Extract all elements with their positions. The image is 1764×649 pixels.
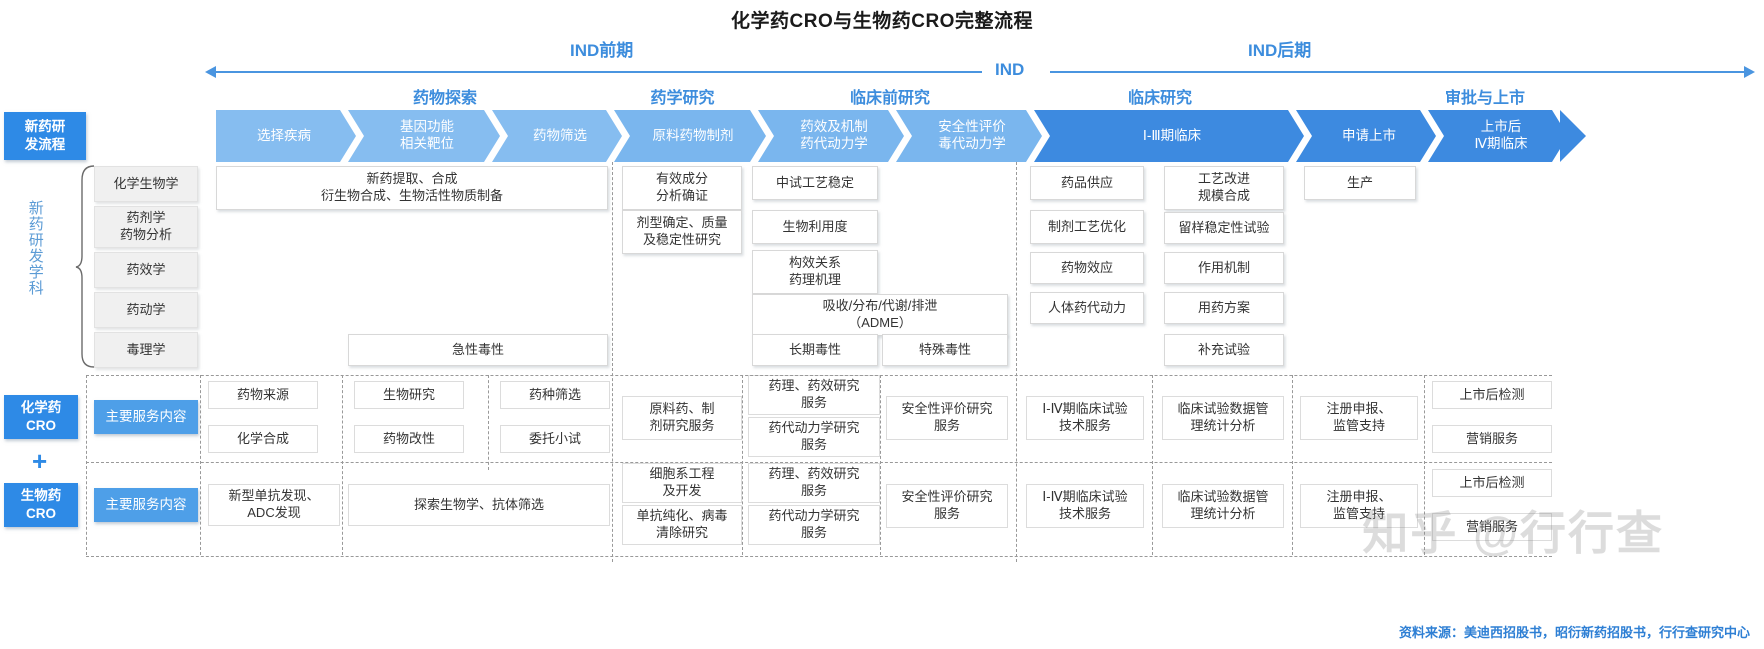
bio-cro-cell-3: 细胞系工程 及开发	[622, 463, 742, 503]
divider-discovery-b	[488, 375, 489, 470]
discipline-3: 药效学	[94, 252, 198, 288]
axis-line-left	[216, 71, 982, 73]
group-title-preclinical: 临床前研究	[849, 90, 930, 107]
discipline-2: 药剂学 药物分析	[94, 206, 198, 248]
bio-cro-cell-4: 单抗纯化、病毒 清除研究	[622, 505, 742, 545]
divider-row-chem	[86, 375, 1552, 376]
bio-cro-cell-2: 探索生物学、抗体筛选	[348, 484, 610, 526]
discipline-cell-special-tox: 特殊毒性	[882, 334, 1008, 366]
chem-cro-cell-14: 上市后检测	[1432, 381, 1552, 409]
discipline-cell-adme: 吸收/分布/代谢/排泄 （ADME）	[752, 294, 1008, 336]
flow-step-7[interactable]: Ⅰ-Ⅲ期临床	[1034, 110, 1304, 162]
axis-arrow-right-icon	[1744, 66, 1755, 78]
divider-pharmaceutics	[612, 162, 613, 562]
axis-arrow-left-icon	[205, 66, 216, 78]
divider-service-label	[200, 375, 201, 555]
flow-step-9[interactable]: 上市后 Ⅳ期临床	[1428, 110, 1568, 162]
axis-line-right	[1050, 71, 1744, 73]
discipline-cell-stability-test: 留样稳定性试验	[1164, 212, 1284, 244]
flow-step-5[interactable]: 药效及机制 药代动力学	[758, 110, 904, 162]
discipline-1: 化学生物学	[94, 166, 198, 202]
chem-cro-service-label: 主要服务内容	[94, 400, 198, 434]
row-badge-chem-cro: 化学药 CRO	[4, 395, 78, 439]
row-badge-bio-cro: 生物药 CRO	[4, 483, 78, 527]
divider-postlaunch	[1424, 375, 1425, 555]
chem-cro-cell-3: 药种筛选	[500, 381, 610, 409]
discipline-cell-dosing-regimen: 用药方案	[1164, 292, 1284, 324]
discipline-cell-synthesis: 新药提取、合成 衍生物合成、生物活性物质制备	[216, 166, 608, 210]
phase-label-ind-post: IND后期	[1248, 41, 1312, 60]
bio-cro-cell-6: 药代动力学研究 服务	[748, 505, 880, 545]
chem-cro-cell-9: 药代动力学研究 服务	[748, 417, 880, 457]
flow-step-4[interactable]: 原料药物制剂	[614, 110, 766, 162]
discipline-cell-drug-supply: 药品供应	[1030, 166, 1144, 200]
chem-cro-cell-10: 安全性评价研究 服务	[886, 396, 1008, 440]
divider-left-services	[86, 375, 87, 555]
flow-step-6[interactable]: 安全性评价 毒代动力学	[896, 110, 1042, 162]
chem-cro-cell-1: 药物来源	[208, 381, 318, 409]
flow-step-3[interactable]: 药物筛选	[492, 110, 622, 162]
bio-cro-cell-9: 临床试验数据管 理统计分析	[1162, 484, 1284, 528]
discipline-cell-process-improve: 工艺改进 规模合成	[1164, 166, 1284, 210]
discipline-cell-drug-effect: 药物效应	[1030, 252, 1144, 284]
chem-cro-cell-11: Ⅰ-Ⅳ期临床试验 技术服务	[1026, 396, 1144, 440]
divider-preclinical-b	[880, 375, 881, 555]
discipline-cell-human-pk: 人体药代动力	[1030, 292, 1144, 324]
bio-cro-cell-11: 上市后检测	[1432, 469, 1552, 497]
divider-row-bottom	[86, 556, 1552, 557]
discipline-cell-bioavailability: 生物利用度	[752, 210, 878, 244]
flow-step-8[interactable]: 申请上市	[1296, 110, 1436, 162]
divider-preclinical-a	[742, 375, 743, 555]
chem-cro-cell-15: 营销服务	[1432, 425, 1552, 453]
page-title: 化学药CRO与生物药CRO完整流程	[731, 11, 1033, 32]
discipline-cell-formulation-opt: 制剂工艺优化	[1030, 210, 1144, 244]
divider-approval	[1292, 375, 1293, 555]
chem-cro-cell-4: 化学合成	[208, 425, 318, 453]
group-title-pharmaceutics: 药学研究	[650, 90, 715, 107]
chem-cro-cell-5: 药物改性	[354, 425, 464, 453]
plus-icon: +	[32, 446, 48, 476]
source-note: 资料来源：美迪西招股书，昭衍新药招股书，行行查研究中心	[1398, 625, 1750, 640]
chem-cro-cell-13: 注册申报、 监管支持	[1300, 396, 1418, 440]
bio-cro-cell-12: 营销服务	[1432, 513, 1552, 541]
discipline-cell-pilot-process: 中试工艺稳定	[752, 166, 878, 200]
flow-step-2[interactable]: 基因功能 相关靶位	[348, 110, 500, 162]
discipline-4: 药动学	[94, 292, 198, 328]
bio-cro-cell-8: Ⅰ-Ⅳ期临床试验 技术服务	[1026, 484, 1144, 528]
divider-clinical	[1016, 162, 1017, 562]
divider-clinical-b	[1152, 375, 1153, 555]
group-title-drug-discovery: 药物探索	[412, 90, 477, 107]
flow-step-1[interactable]: 选择疾病	[216, 110, 356, 162]
chem-cro-cell-2: 生物研究	[354, 381, 464, 409]
group-title-clinical: 临床研究	[1127, 90, 1192, 107]
phase-label-ind-pre: IND前期	[570, 41, 634, 60]
discipline-cell-sar: 构效关系 药理机理	[752, 250, 878, 294]
bio-cro-service-label: 主要服务内容	[94, 488, 198, 522]
brace-icon	[75, 165, 95, 368]
chem-cro-cell-12: 临床试验数据管 理统计分析	[1162, 396, 1284, 440]
discipline-5: 毒理学	[94, 332, 198, 368]
watermark: 知乎 @行行查	[1362, 507, 1664, 559]
divider-row-bio	[86, 462, 1552, 463]
chem-cro-cell-6: 委托小试	[500, 425, 610, 453]
discipline-cell-dosage-form: 剂型确定、质量 及稳定性研究	[622, 210, 742, 254]
bio-cro-cell-10: 注册申报、 监管支持	[1300, 484, 1418, 528]
bio-cro-cell-1: 新型单抗发现、 ADC发现	[208, 484, 340, 526]
phase-label-ind: IND	[995, 60, 1025, 79]
group-title-approval-launch: 审批与上市	[1444, 90, 1525, 107]
bio-cro-cell-7: 安全性评价研究 服务	[886, 484, 1008, 528]
row-label-disciplines: 新药研发学科	[26, 200, 44, 296]
discipline-cell-active-ingredient: 有效成分 分析确证	[622, 166, 742, 210]
chem-cro-cell-7: 原料药、制 剂研究服务	[622, 396, 742, 440]
discipline-cell-mechanism: 作用机制	[1164, 252, 1284, 284]
discipline-cell-supplementary: 补充试验	[1164, 334, 1284, 366]
flow-end-arrow-icon	[1560, 110, 1586, 162]
discipline-cell-chronic-tox: 长期毒性	[752, 334, 878, 366]
chem-cro-cell-8: 药理、药效研究 服务	[748, 375, 880, 415]
row-badge-process: 新药研 发流程	[4, 112, 86, 160]
discipline-cell-production: 生产	[1304, 166, 1416, 200]
bio-cro-cell-5: 药理、药效研究 服务	[748, 463, 880, 503]
divider-discovery-a	[342, 375, 343, 555]
discipline-cell-acute-tox: 急性毒性	[348, 334, 608, 366]
